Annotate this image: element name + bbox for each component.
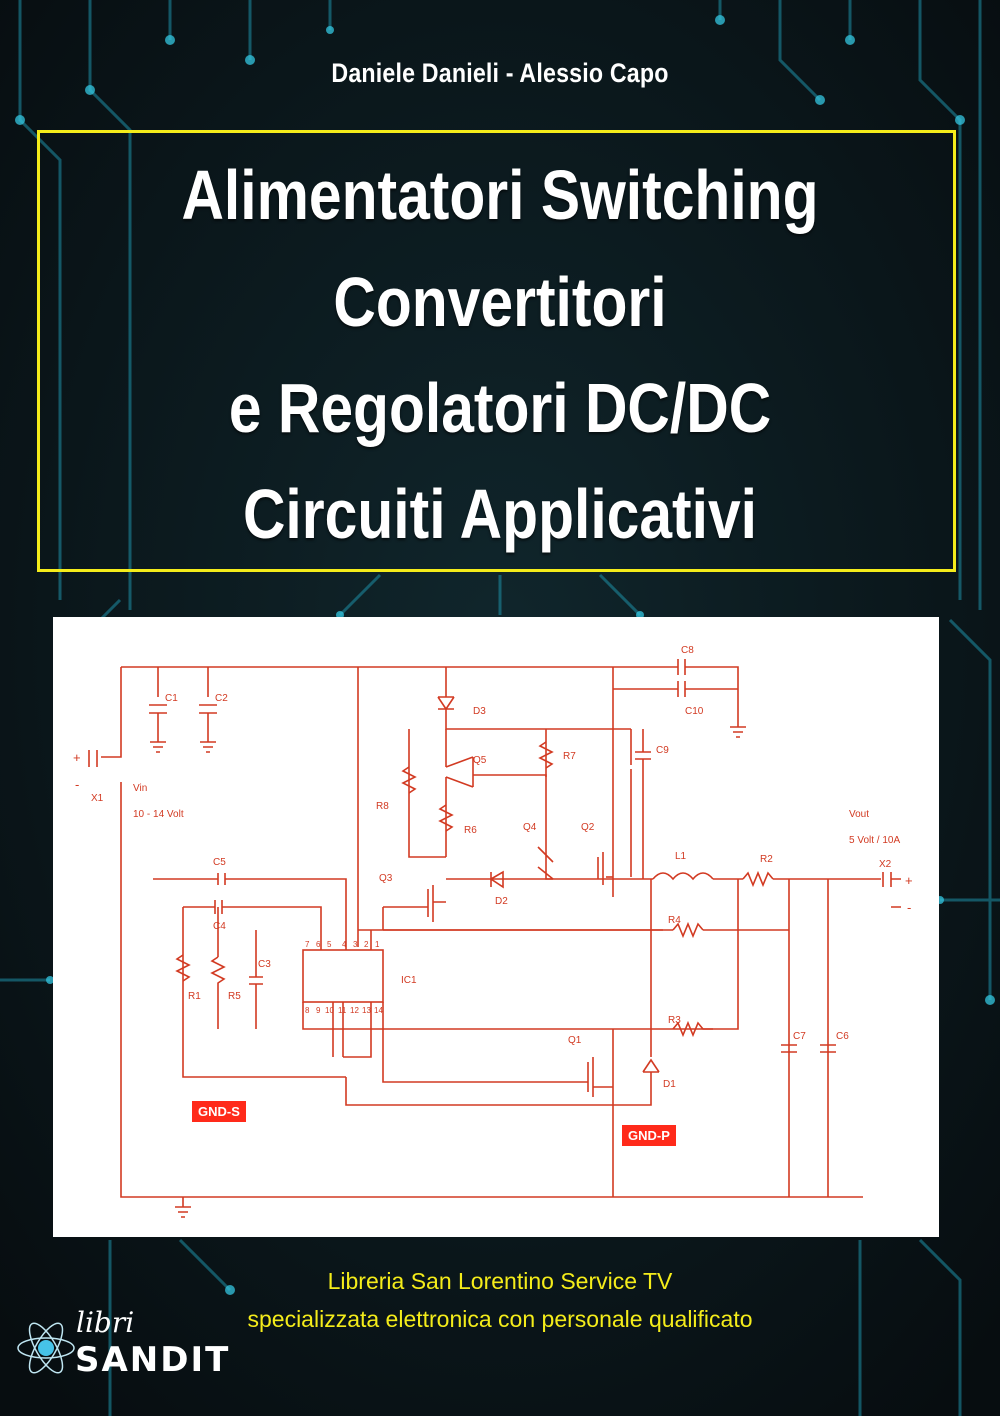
label-vin-minus: - xyxy=(75,777,79,792)
label-c6: C6 xyxy=(836,1031,849,1042)
logo-libri: libri xyxy=(76,1306,135,1339)
atom-logo-icon xyxy=(17,1322,75,1374)
footer-line-2: specializzata elettronica con personale … xyxy=(247,1306,753,1332)
label-c7: C7 xyxy=(793,1031,806,1042)
pin-8: 8 xyxy=(305,1006,310,1015)
pin-6: 6 xyxy=(316,940,321,949)
label-c9: C9 xyxy=(656,745,669,756)
gnd-s-tag: GND-S xyxy=(192,1101,246,1122)
label-ic1: IC1 xyxy=(401,975,417,986)
label-d3: D3 xyxy=(473,706,486,717)
title-frame xyxy=(37,130,956,572)
label-vin: Vin xyxy=(133,783,147,794)
pin-11: 11 xyxy=(338,1006,347,1015)
label-q1: Q1 xyxy=(568,1035,582,1046)
label-r8: R8 xyxy=(376,801,389,812)
label-r2: R2 xyxy=(760,854,773,865)
label-c5: C5 xyxy=(213,857,226,868)
label-vout-plus: + xyxy=(905,873,913,888)
pin-9: 9 xyxy=(316,1006,321,1015)
pin-10: 10 xyxy=(325,1006,334,1015)
gnd-p-tag: GND-P xyxy=(622,1125,676,1146)
label-x2: X2 xyxy=(879,859,892,870)
label-x1: X1 xyxy=(91,793,104,804)
footer-line-1: Libreria San Lorentino Service TV xyxy=(327,1268,673,1294)
label-q5: Q5 xyxy=(473,755,487,766)
pin-13: 13 xyxy=(362,1006,371,1015)
title-line-2: Convertitori xyxy=(333,263,667,341)
label-r6: R6 xyxy=(464,825,477,836)
authors: Daniele Danieli - Alessio Capo xyxy=(331,58,669,88)
title-line-3: e Regolatori DC/DC xyxy=(228,369,772,447)
label-r4: R4 xyxy=(668,915,681,926)
label-vin-range: 10 - 14 Volt xyxy=(133,809,184,820)
label-vout: Vout xyxy=(849,809,869,820)
label-vout-spec: 5 Volt / 10A xyxy=(849,835,900,846)
label-d1: D1 xyxy=(663,1079,676,1090)
label-l1: L1 xyxy=(675,851,687,862)
pin-12: 12 xyxy=(350,1006,359,1015)
schematic-panel: C1 C2 C3 C4 C5 C6 C7 C8 C9 C10 D1 D2 D3 … xyxy=(53,617,939,1237)
title-line-4: Circuiti Applicativi xyxy=(242,475,758,553)
pin-7: 7 xyxy=(305,940,310,949)
label-c8: C8 xyxy=(681,645,694,656)
label-r3: R3 xyxy=(668,1015,681,1026)
label-vout-minus: - xyxy=(907,900,911,915)
pin-5: 5 xyxy=(327,940,332,949)
pin-2: 2 xyxy=(364,940,369,949)
pin-14: 14 xyxy=(374,1006,383,1015)
label-vin-plus: + xyxy=(73,750,81,765)
label-c1: C1 xyxy=(165,693,178,704)
label-r1: R1 xyxy=(188,991,201,1002)
circuit-schematic: C1 C2 C3 C4 C5 C6 C7 C8 C9 C10 D1 D2 D3 … xyxy=(73,645,913,1218)
label-c3: C3 xyxy=(258,959,271,970)
label-d2: D2 xyxy=(495,896,508,907)
pin-4: 4 xyxy=(342,940,347,949)
label-r5: R5 xyxy=(228,991,241,1002)
label-q2: Q2 xyxy=(581,822,595,833)
pin-1: 1 xyxy=(375,940,380,949)
label-c4: C4 xyxy=(213,921,226,932)
title-line-1: Alimentatori Switching xyxy=(181,156,819,234)
label-q3: Q3 xyxy=(379,873,393,884)
label-q4: Q4 xyxy=(523,822,537,833)
label-c10: C10 xyxy=(685,706,704,717)
label-r7: R7 xyxy=(563,751,576,762)
logo-sandit: SANDIT xyxy=(75,1340,231,1380)
pin-3: 3 xyxy=(353,940,358,949)
label-c2: C2 xyxy=(215,693,228,704)
